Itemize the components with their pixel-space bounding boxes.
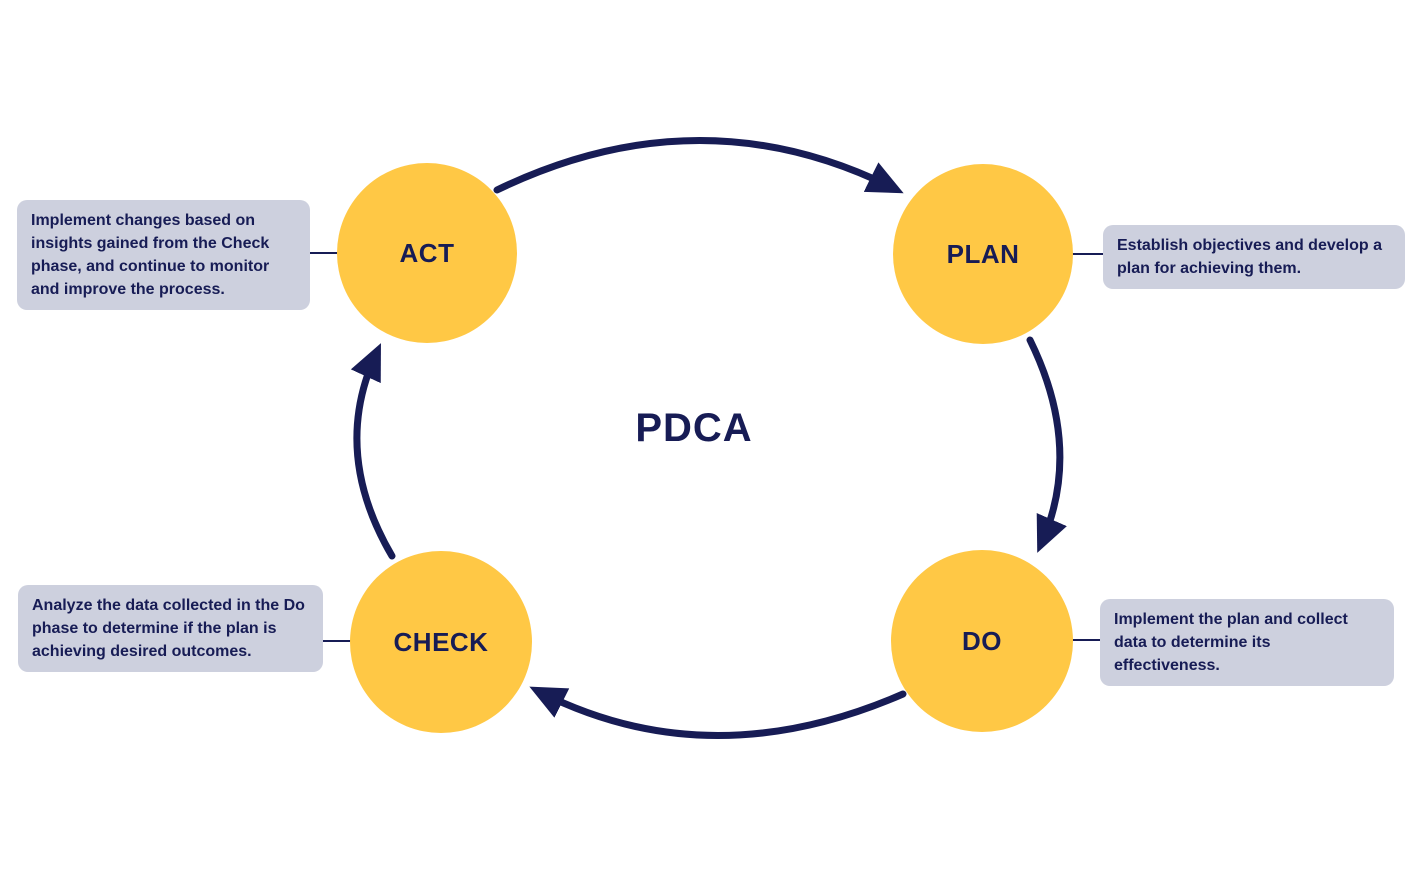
arrow-plan-to-do (1026, 336, 1067, 553)
node-label-check: CHECK (393, 626, 489, 657)
node-circle-act: ACT (337, 163, 517, 343)
description-box-do: Implement the plan and collect data to d… (1100, 599, 1394, 686)
node-label-act: ACT (399, 237, 455, 268)
connector-act-box (308, 252, 343, 254)
connector-check-box (322, 640, 354, 642)
node-label-do: DO (962, 625, 1002, 656)
node-circle-plan: PLAN (893, 164, 1073, 344)
arrow-check-to-act (350, 343, 396, 560)
connector-plan-box (1070, 253, 1104, 255)
description-box-check: Analyze the data collected in the Do pha… (18, 585, 323, 672)
cycle-title: PDCA (635, 406, 753, 450)
node-circle-check: CHECK (350, 551, 532, 733)
arrow-act-to-plan (493, 137, 904, 194)
node-label-plan: PLAN (946, 238, 1020, 269)
connector-do-box (1071, 639, 1102, 641)
node-circle-do: DO (891, 550, 1073, 732)
arrow-do-to-check (529, 686, 907, 739)
description-box-act: Implement changes based on insights gain… (17, 200, 310, 310)
description-box-plan: Establish objectives and develop a plan … (1103, 225, 1405, 289)
